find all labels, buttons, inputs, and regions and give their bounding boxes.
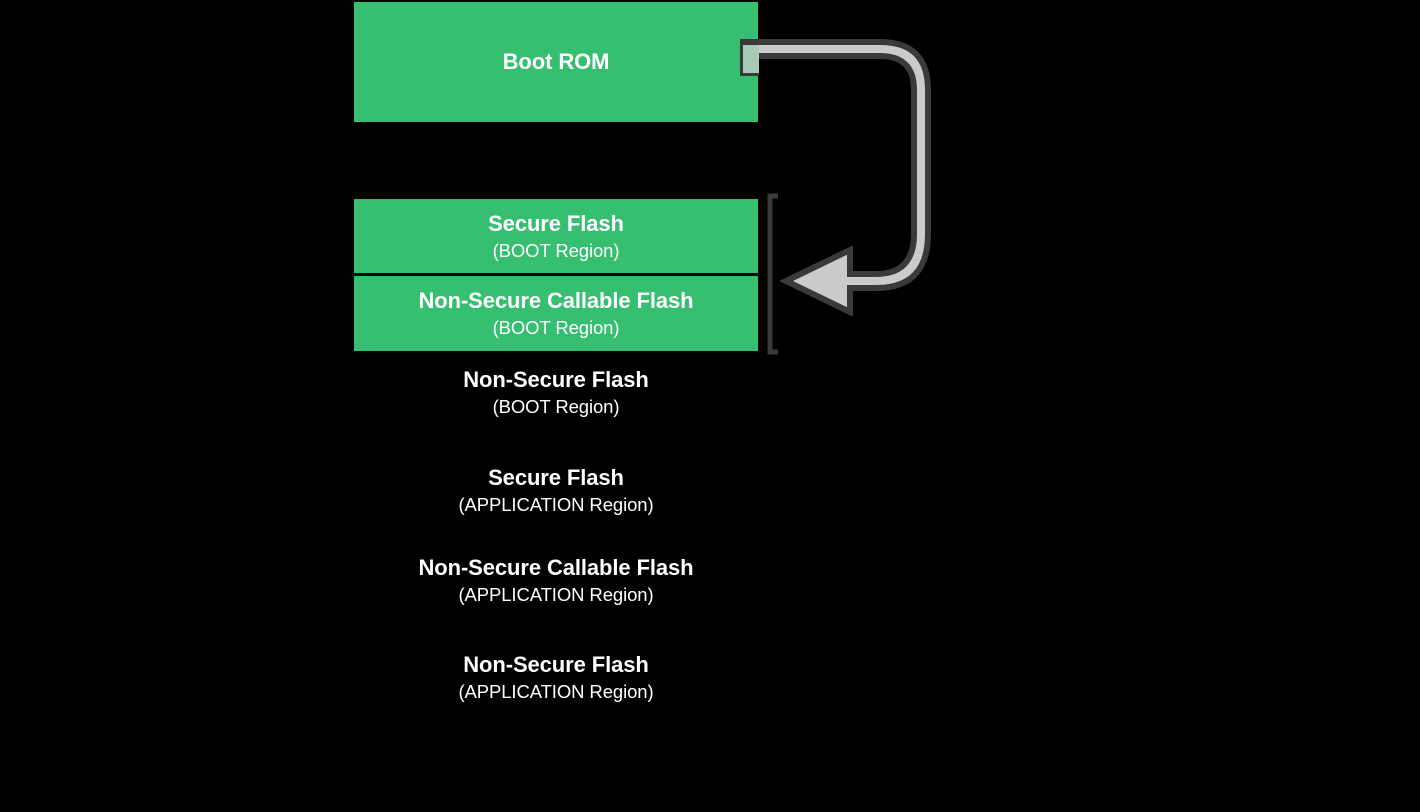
memory-block-subtitle: (APPLICATION Region) bbox=[458, 680, 654, 702]
memory-block-secure-flash-application: Secure Flash (APPLICATION Region) bbox=[354, 454, 758, 526]
boot-rom-block: Boot ROM bbox=[354, 2, 758, 122]
boot-region-bracket bbox=[767, 193, 778, 355]
memory-block-non-secure-flash-boot: Non-Secure Flash (BOOT Region) bbox=[354, 356, 758, 428]
memory-block-title: Non-Secure Callable Flash bbox=[418, 554, 694, 580]
block-divider bbox=[354, 273, 758, 276]
boot-rom-title: Boot ROM bbox=[502, 49, 610, 75]
memory-block-title: Secure Flash bbox=[488, 211, 624, 237]
arrow-tail-overlap bbox=[740, 42, 759, 76]
memory-block-title: Non-Secure Callable Flash bbox=[418, 288, 694, 314]
memory-block-title: Non-Secure Flash bbox=[463, 366, 649, 392]
memory-block-subtitle: (BOOT Region) bbox=[492, 240, 620, 262]
memory-block-subtitle: (APPLICATION Region) bbox=[458, 583, 654, 605]
memory-block-subtitle: (APPLICATION Region) bbox=[458, 493, 654, 515]
memory-block-secure-flash-boot: Secure Flash (BOOT Region) bbox=[354, 199, 758, 274]
memory-block-title: Secure Flash bbox=[488, 464, 624, 490]
memory-block-title: Non-Secure Flash bbox=[463, 651, 649, 677]
memory-block-nsc-flash-application: Non-Secure Callable Flash (APPLICATION R… bbox=[354, 544, 758, 616]
memory-block-subtitle: (BOOT Region) bbox=[492, 317, 620, 339]
memory-block-subtitle: (BOOT Region) bbox=[492, 395, 620, 417]
memory-block-nsc-flash-boot: Non-Secure Callable Flash (BOOT Region) bbox=[354, 276, 758, 351]
memory-block-non-secure-flash-application: Non-Secure Flash (APPLICATION Region) bbox=[354, 641, 758, 713]
